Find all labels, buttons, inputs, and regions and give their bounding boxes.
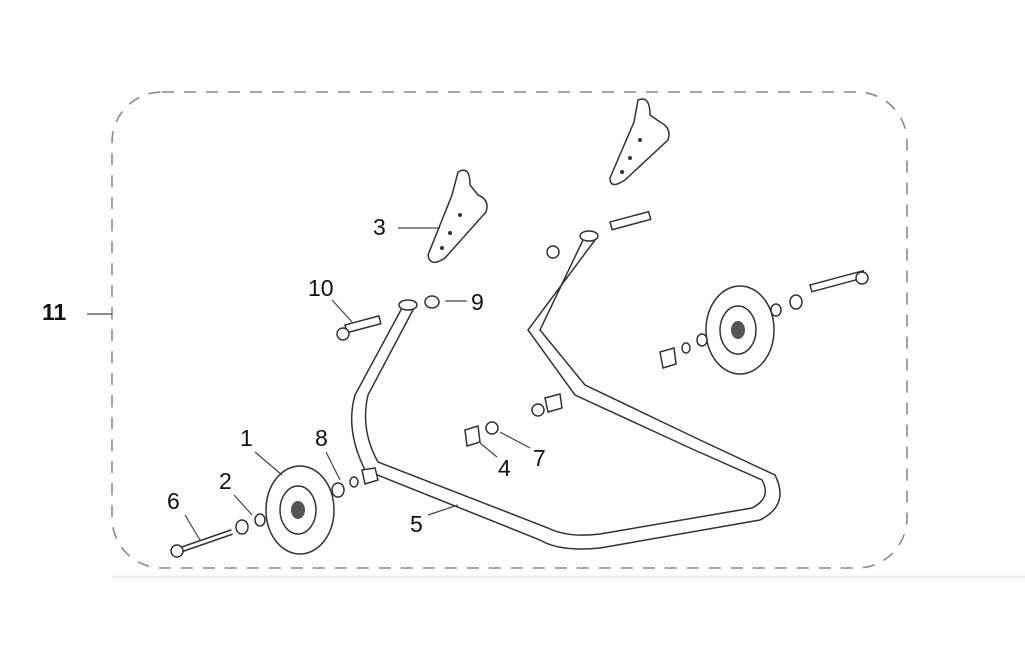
callout-1: 1 <box>240 425 253 451</box>
callout-8: 8 <box>315 425 328 451</box>
callout-11: 11 <box>42 299 67 325</box>
callout-9: 9 <box>471 289 484 315</box>
callout-5: 5 <box>410 511 423 537</box>
callout-10: 10 <box>308 275 334 301</box>
callout-2: 2 <box>219 468 232 494</box>
assembly-boundary <box>111 91 908 569</box>
callout-6: 6 <box>167 488 180 514</box>
right-wheel <box>705 285 775 375</box>
stand-frame <box>350 230 781 550</box>
callout-3: 3 <box>373 214 386 240</box>
left-wheel <box>265 465 335 555</box>
callout-4: 4 <box>498 455 511 481</box>
left-lift-arm <box>427 169 488 264</box>
hardware <box>170 210 869 558</box>
callout-7: 7 <box>533 445 546 471</box>
right-lift-arm <box>609 98 670 186</box>
leader-lines <box>87 227 531 541</box>
